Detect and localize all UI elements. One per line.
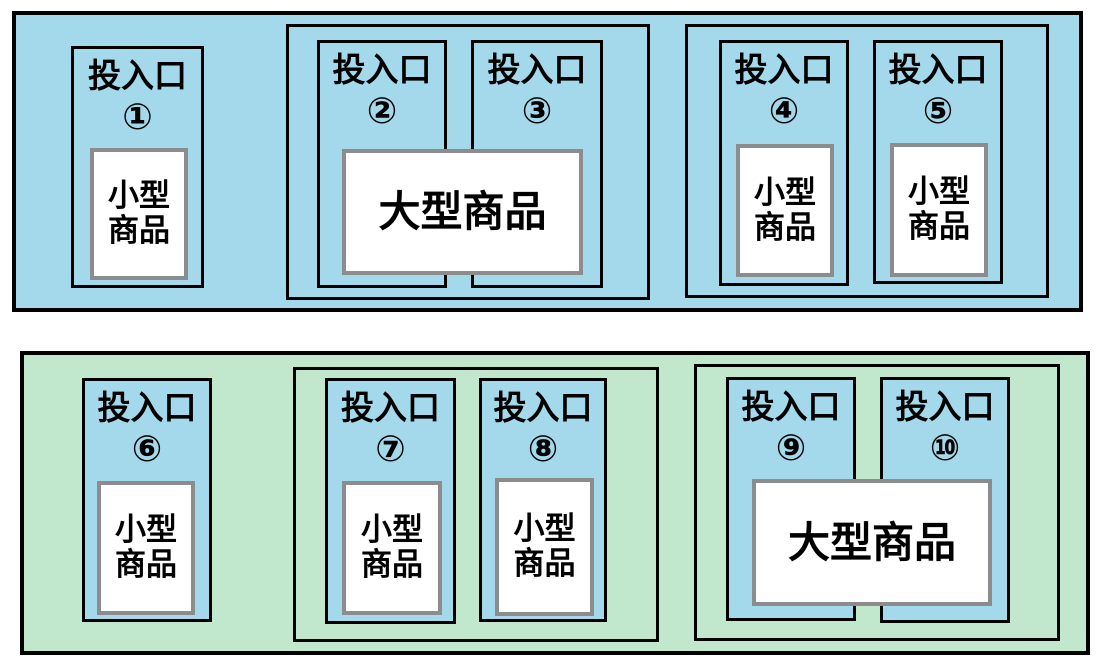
bottom-group-7-8 [293,367,659,642]
large-item-label: 大型商品 [787,517,956,567]
small-item-label: 小型商品 [513,511,576,582]
small-item: 小型商品 [736,144,834,277]
slot-label: 投入口 [741,387,841,426]
small-item: 小型商品 [97,481,195,615]
slot-label: 投入口 [493,388,593,427]
slot-number: ① [122,97,153,138]
small-item-label: 小型商品 [108,178,170,249]
slot-number: ④ [768,91,800,132]
top-group-4-5 [685,24,1049,298]
slot-number: ⑦ [375,429,406,470]
slot-label: 投入口 [88,56,187,95]
slot-label: 投入口 [97,388,197,427]
small-item: 小型商品 [890,143,988,277]
slot-label: 投入口 [341,388,440,427]
small-item-label: 小型商品 [115,512,177,583]
small-item: 小型商品 [495,478,594,616]
slot-number: ⑧ [527,429,559,470]
slot-number: ⑤ [922,91,954,132]
small-item: 小型商品 [90,148,188,280]
slot-number: ⑥ [131,429,163,470]
large-item: 大型商品 [752,479,992,606]
large-item-label: 大型商品 [378,187,547,236]
top-group-2-3 [286,24,650,300]
bottom-group-9-10 [694,364,1060,641]
slot-label: 投入口 [734,50,834,89]
small-item-label: 小型商品 [908,174,970,245]
slot-number: ⑨ [775,428,807,469]
slot-label: 投入口 [332,50,432,89]
slot-label: 投入口 [888,50,988,89]
small-item-label: 小型商品 [361,512,423,583]
slot-number: ⑩ [929,428,961,469]
large-item: 大型商品 [342,149,583,275]
small-item: 小型商品 [342,481,442,615]
slot-number: ③ [521,91,553,132]
slot-label: 投入口 [895,387,995,426]
slot-number: ② [366,91,398,132]
small-item-label: 小型商品 [754,174,816,246]
slot-label: 投入口 [487,50,587,89]
